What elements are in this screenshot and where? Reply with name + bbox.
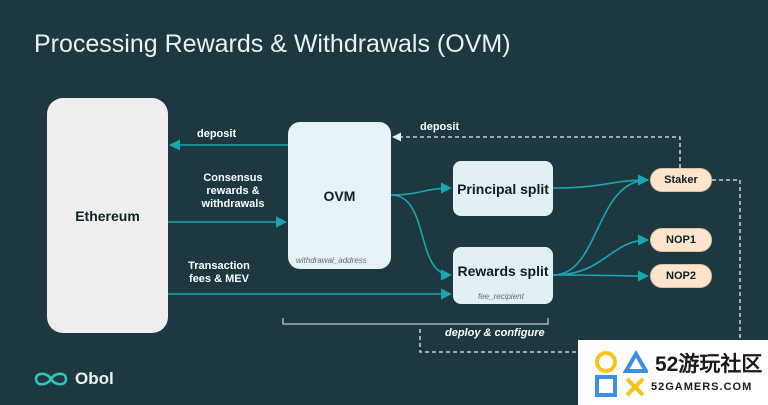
infinity-icon: [34, 372, 68, 386]
arrow-ovm-to-principal: [390, 182, 453, 196]
watermark-panel: [578, 340, 768, 405]
watermark-url: 52GAMERS.COM: [651, 381, 753, 393]
edge-label-deposit-right: deposit: [420, 121, 460, 133]
nop1-node: NOP1: [650, 228, 712, 252]
ovm-withdrawal-address-label: withdrawal_address: [296, 256, 367, 265]
ethereum-node: Ethereum: [47, 98, 168, 333]
page-title: Processing Rewards & Withdrawals (OVM): [34, 30, 511, 58]
obol-logo: Obol: [33, 369, 114, 389]
dashed-staker-deposit: [392, 132, 681, 168]
principal-split-node: Principal split: [453, 161, 553, 216]
arrow-rewards-to-nop1: [552, 234, 650, 276]
watermark-title: 52游玩社区: [655, 353, 763, 376]
rewards-split-node: Rewards split: [453, 247, 553, 304]
staker-node: Staker: [650, 168, 712, 192]
rewards-fee-recipient-label: fee_recipient: [478, 292, 524, 301]
edge-label-consensus: Consensus rewards & withdrawals: [201, 172, 265, 210]
watermark-game-icon: [595, 350, 648, 397]
deploy-bracket: [282, 318, 549, 325]
edge-label-deploy: deploy & configure: [445, 327, 545, 339]
arrow-ovm-to-rewards: [390, 194, 453, 281]
edge-label-transaction: Transaction fees & MEV: [188, 260, 250, 285]
nop2-node: NOP2: [650, 264, 712, 288]
arrow-rewards-to-nop2: [552, 270, 650, 282]
arrow-principal-to-staker: [552, 174, 650, 189]
logo-text: Obol: [75, 369, 114, 388]
edge-label-deposit-left: deposit: [197, 128, 237, 140]
ovm-node: OVM: [288, 122, 391, 269]
arrow-rewards-to-staker: [552, 174, 650, 276]
